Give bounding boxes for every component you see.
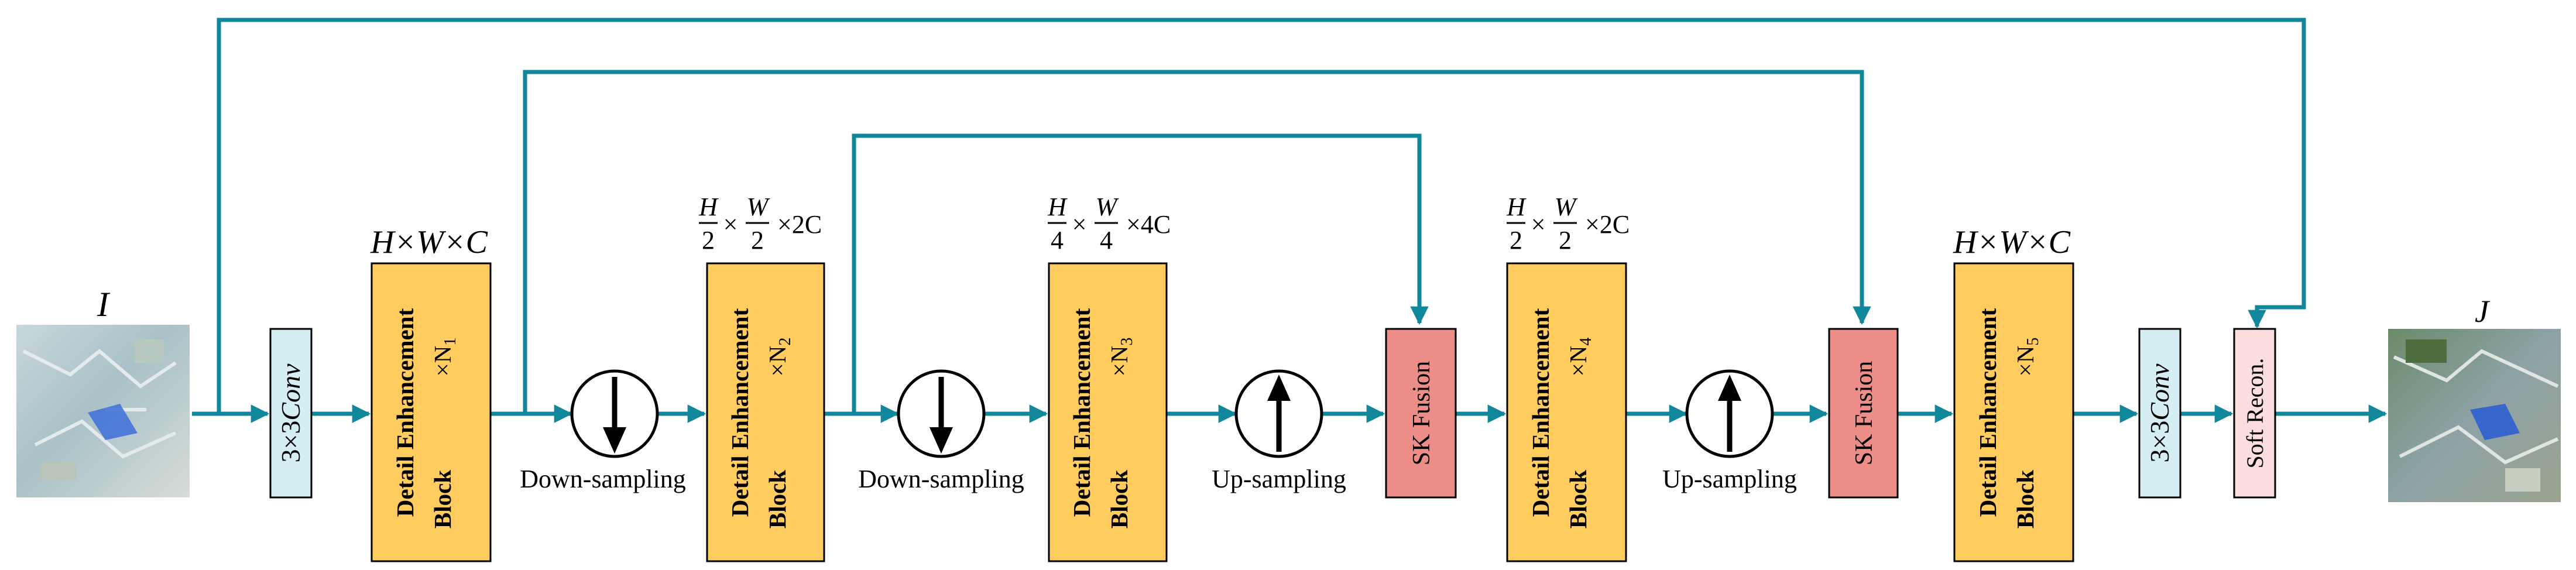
detail-block-5-text: Detail Enhancement Block ×N5 bbox=[1974, 308, 2042, 528]
up-sampling-1-label: Up-sampling bbox=[1212, 465, 1346, 493]
svg-text:2: 2 bbox=[1559, 226, 1572, 255]
detail-block-2-text: Detail Enhancement Block ×N2 bbox=[726, 308, 794, 528]
detail-block-3-line2: Block bbox=[1106, 470, 1133, 528]
detail-block-4-line2: Block bbox=[1565, 470, 1591, 528]
detail-block-2-repeat: ×N2 bbox=[764, 338, 794, 377]
svg-text:W: W bbox=[1555, 193, 1578, 221]
svg-text:W: W bbox=[1096, 193, 1119, 221]
svg-text:2: 2 bbox=[1510, 226, 1522, 255]
svg-text:4: 4 bbox=[1051, 226, 1064, 255]
dim-label-block2: H 2 × W 2 ×2C bbox=[698, 193, 822, 255]
detail-block-1-line1: Detail Enhancement bbox=[392, 308, 419, 517]
detail-block-4-text: Detail Enhancement Block ×N4 bbox=[1527, 308, 1595, 528]
down-sampling-1-label: Down-sampling bbox=[520, 465, 686, 493]
svg-text:2: 2 bbox=[702, 226, 715, 255]
sk-fusion-1-label: SK Fusion bbox=[1408, 361, 1435, 466]
detail-block-3-line1: Detail Enhancement bbox=[1068, 308, 1095, 517]
conv-block-1 bbox=[269, 328, 313, 499]
detail-block-3-text: Detail Enhancement Block ×N3 bbox=[1068, 308, 1136, 528]
detail-block-4-repeat: ×N4 bbox=[1565, 338, 1595, 377]
conv-label-2: 3×3Conv bbox=[2145, 363, 2174, 463]
detail-block-5-repeat: ×N5 bbox=[2012, 338, 2042, 377]
sk-fusion-1 bbox=[1385, 328, 1457, 499]
down-sampling-2-label: Down-sampling bbox=[858, 465, 1024, 493]
soft-recon-label: Soft Recon. bbox=[2242, 358, 2268, 469]
dim-label-block1: H×W×C bbox=[370, 224, 488, 260]
svg-text:H: H bbox=[1047, 193, 1068, 221]
detail-block-4-line1: Detail Enhancement bbox=[1527, 308, 1554, 517]
sk-fusion-2 bbox=[1828, 328, 1899, 499]
dim-label-block3: H 4 × W 4 ×4C bbox=[1047, 193, 1171, 255]
svg-text:W: W bbox=[747, 193, 770, 221]
svg-text:2: 2 bbox=[751, 226, 764, 255]
input-image bbox=[16, 325, 190, 497]
detail-block-3-repeat: ×N3 bbox=[1106, 338, 1136, 377]
svg-text:H: H bbox=[1506, 193, 1527, 221]
conv-label-1: 3×3Conv bbox=[276, 363, 306, 463]
detail-block-1-repeat: ×N1 bbox=[429, 338, 459, 377]
detail-block-3 bbox=[1048, 262, 1168, 562]
dim-label-block4: H 2 × W 2 ×2C bbox=[1506, 193, 1630, 255]
detail-block-1-line2: Block bbox=[429, 470, 456, 528]
sk-fusion-2-label: SK Fusion bbox=[1851, 361, 1878, 466]
detail-block-2 bbox=[706, 262, 825, 562]
skip-block2-sk1 bbox=[852, 133, 1429, 414]
skip-block1-sk2 bbox=[523, 70, 1871, 414]
detail-block-4 bbox=[1506, 262, 1627, 562]
soft-recon-block bbox=[2233, 328, 2276, 499]
dim-label-block5: H×W×C bbox=[1953, 224, 2071, 260]
detail-block-1-text: Detail Enhancement Block ×N1 bbox=[392, 308, 459, 528]
svg-text:H: H bbox=[698, 193, 719, 221]
detail-block-2-line2: Block bbox=[764, 470, 791, 528]
output-label: J bbox=[2475, 294, 2491, 329]
svg-text:4: 4 bbox=[1100, 226, 1113, 255]
svg-text:×: × bbox=[723, 210, 738, 239]
up-sampling-2-label: Up-sampling bbox=[1662, 465, 1797, 493]
svg-text:×: × bbox=[1072, 210, 1087, 239]
up-arrow-2-icon bbox=[1718, 375, 1741, 401]
connector-arrows bbox=[192, 18, 2388, 423]
svg-text:×4C: ×4C bbox=[1126, 210, 1171, 239]
input-label: I bbox=[97, 285, 111, 324]
detail-block-5-line1: Detail Enhancement bbox=[1974, 308, 2001, 517]
detail-block-5-line2: Block bbox=[2012, 470, 2039, 528]
detail-block-1 bbox=[371, 262, 492, 562]
svg-text:×2C: ×2C bbox=[777, 210, 822, 239]
skip-input-recon bbox=[217, 18, 2306, 414]
output-image bbox=[2388, 329, 2561, 502]
down-arrow-1-icon bbox=[603, 427, 626, 454]
svg-text:×2C: ×2C bbox=[1585, 210, 1630, 239]
down-arrow-2-icon bbox=[929, 427, 953, 454]
up-arrow-1-icon bbox=[1267, 375, 1291, 401]
conv-block-2 bbox=[2138, 328, 2181, 499]
detail-block-5 bbox=[1953, 262, 2074, 562]
detail-block-2-line1: Detail Enhancement bbox=[726, 308, 753, 517]
svg-text:×: × bbox=[1531, 210, 1546, 239]
